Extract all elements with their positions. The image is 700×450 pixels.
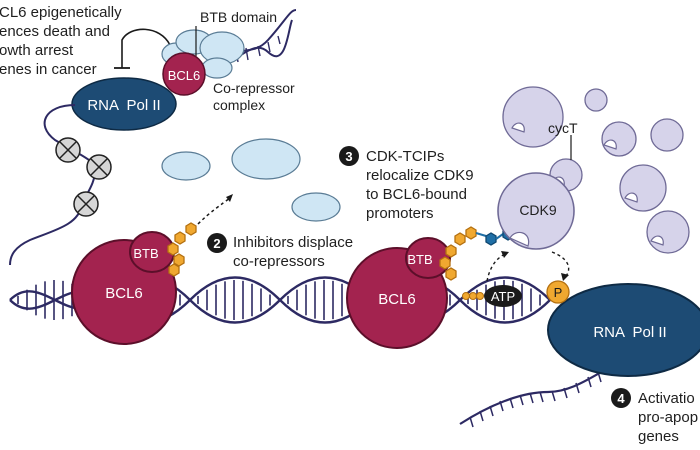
bcl6-left-label: BCL6	[105, 285, 143, 302]
rna-base	[529, 392, 534, 404]
co-repressor-line-1: Co-repressor	[213, 80, 295, 96]
cdk9-main-pocket	[509, 231, 530, 247]
cdk9-label: CDK9	[519, 202, 557, 218]
rna-pol-large-label: RNA Pol II	[593, 324, 666, 341]
btb-left-label: BTB	[133, 246, 158, 261]
rna-transcript-bases	[469, 371, 602, 428]
phosphate-group	[546, 280, 570, 304]
inhibitor-left	[167, 222, 197, 277]
atp-label: ATP	[491, 289, 515, 304]
rna-pol-small-label: RNA Pol II	[87, 97, 160, 114]
step-3-line-4: promoters	[366, 205, 434, 222]
rna-base	[539, 391, 544, 403]
atp-phosphates	[462, 292, 484, 300]
co-repressor-line-2: complex	[213, 97, 266, 113]
rna-base	[509, 397, 514, 409]
displaced-co-repressor-2	[231, 138, 301, 180]
step-2-line-1: Inhibitors displace	[233, 234, 354, 251]
rna-base	[587, 376, 592, 388]
displaced-co-repressor-3	[291, 192, 341, 222]
rna-base	[519, 394, 524, 406]
rna-base	[479, 410, 484, 422]
rna-pol-large	[547, 283, 700, 377]
rna-base	[499, 400, 504, 412]
displaced-co-repressor-1	[161, 151, 211, 181]
rna-base	[563, 387, 568, 399]
intro-line-4: enes in cancer	[0, 61, 97, 78]
bcl6-right-label: BCL6	[378, 291, 416, 308]
rna-pol-small	[71, 77, 177, 131]
intro-line-3: owth arrest	[0, 42, 74, 59]
displacement-arrowhead	[226, 194, 233, 202]
btb-right	[405, 237, 451, 279]
step-4-badge	[611, 388, 631, 408]
step-3-line-2: relocalize CDK9	[366, 167, 474, 184]
atp-to-cdk9-arrowhead	[501, 251, 509, 258]
phosphorylation-arrow	[551, 251, 570, 277]
nucleosome-3	[73, 191, 99, 217]
step-2-number: 2	[213, 236, 220, 251]
step-3-badge	[339, 146, 359, 166]
rna-base	[551, 390, 556, 402]
co-repressor-top-4	[201, 57, 233, 79]
step-2-line-2: co-repressors	[233, 253, 325, 270]
step-4-line-2: pro-apop	[638, 409, 699, 426]
cyct-label: cycT	[548, 120, 578, 136]
rna-base	[575, 382, 580, 394]
step-2-badge	[207, 233, 227, 253]
step-4-line-1: Activatio	[638, 390, 695, 407]
rna-base	[489, 405, 494, 417]
displacement-arrow	[197, 197, 231, 225]
rna-base	[469, 416, 474, 428]
bcl6-small	[162, 52, 206, 96]
phosphorylation-arrowhead	[561, 273, 569, 281]
step-3-line-3: to BCL6-bound	[366, 186, 467, 203]
intro-line-1: CL6 epigenetically	[0, 4, 122, 21]
phosphate-label: P	[554, 285, 563, 300]
atp-molecule	[484, 285, 522, 307]
btb-domain-label: BTB domain	[200, 9, 278, 25]
chromatin-thread	[9, 104, 97, 266]
nucleosome-2	[86, 154, 112, 180]
step-4-line-3: genes	[638, 428, 679, 445]
intro-line-2: ences death and	[0, 23, 110, 40]
btb-right-label: BTB	[407, 252, 432, 267]
cdk9-main	[497, 172, 575, 250]
step-4-number: 4	[617, 391, 625, 406]
step-3-number: 3	[345, 149, 352, 164]
bcl6-small-label: BCL6	[168, 68, 201, 83]
step-3-line-1: CDK-TCIPs	[366, 148, 445, 165]
nucleosome-1	[55, 137, 81, 163]
repression-arrow	[121, 28, 171, 68]
